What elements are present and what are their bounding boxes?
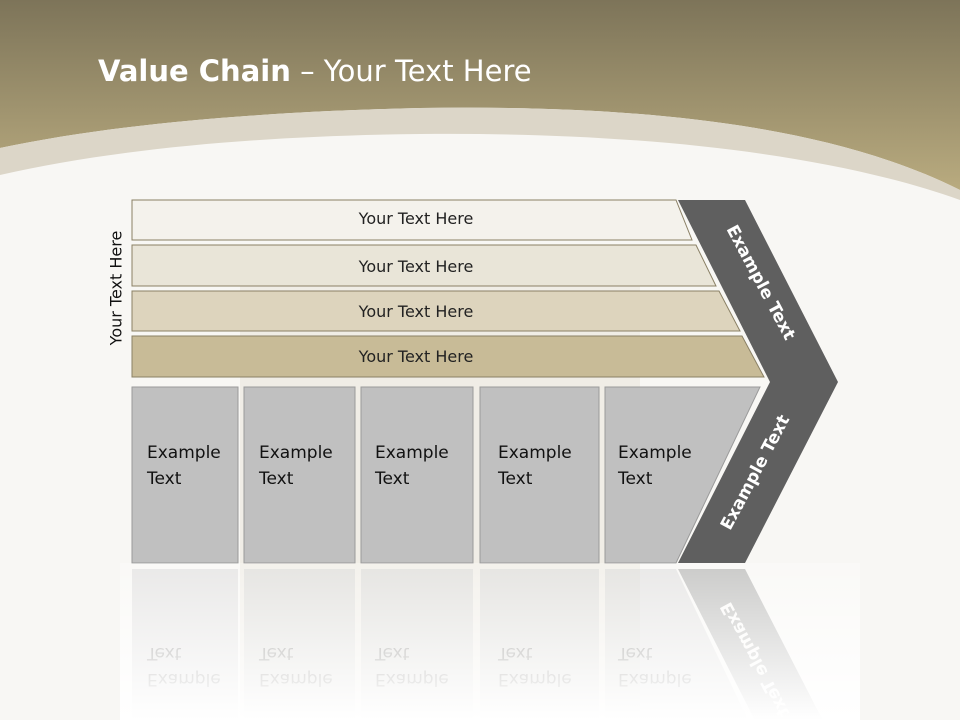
header-banner — [0, 0, 960, 200]
header-band — [0, 0, 960, 190]
bar-1-label: Your Text Here — [358, 209, 474, 228]
bar-1 — [131, 199, 693, 241]
cell-2-line2: Text — [258, 469, 294, 489]
bar-3 — [131, 290, 741, 332]
cell-3 — [360, 386, 474, 564]
bar-stack: Your Text Here Your Text Here Your Text … — [131, 199, 765, 378]
bar-2-label: Your Text Here — [358, 257, 474, 276]
bar-4-label: Your Text Here — [358, 347, 474, 366]
header-swoosh — [0, 107, 960, 200]
title-rest: – Your Text Here — [290, 54, 532, 88]
cell-3-line2: Text — [374, 469, 410, 489]
cell-2-line1: Example — [259, 443, 333, 463]
chevron-shape — [678, 200, 838, 563]
cell-4 — [479, 386, 600, 564]
cell-1 — [131, 386, 239, 564]
cell-5-line1: Example — [618, 443, 692, 463]
bar-3-label: Your Text Here — [358, 302, 474, 321]
reflection-fade — [120, 563, 860, 720]
cell-1-line2: Text — [146, 469, 182, 489]
bar-4 — [131, 335, 765, 378]
cell-5-line2: Text — [617, 469, 653, 489]
cell-row: Example Text Example Text Example Text E… — [131, 386, 761, 564]
title-bold: Value Chain — [98, 54, 291, 88]
cell-2 — [243, 386, 356, 564]
cell-1-line1: Example — [147, 443, 221, 463]
cell-4-line2: Text — [497, 469, 533, 489]
cell-4-line1: Example — [498, 443, 572, 463]
cell-3-line1: Example — [375, 443, 449, 463]
page-title: Value Chain – Your Text Here — [98, 54, 532, 94]
bar-2 — [131, 244, 717, 287]
